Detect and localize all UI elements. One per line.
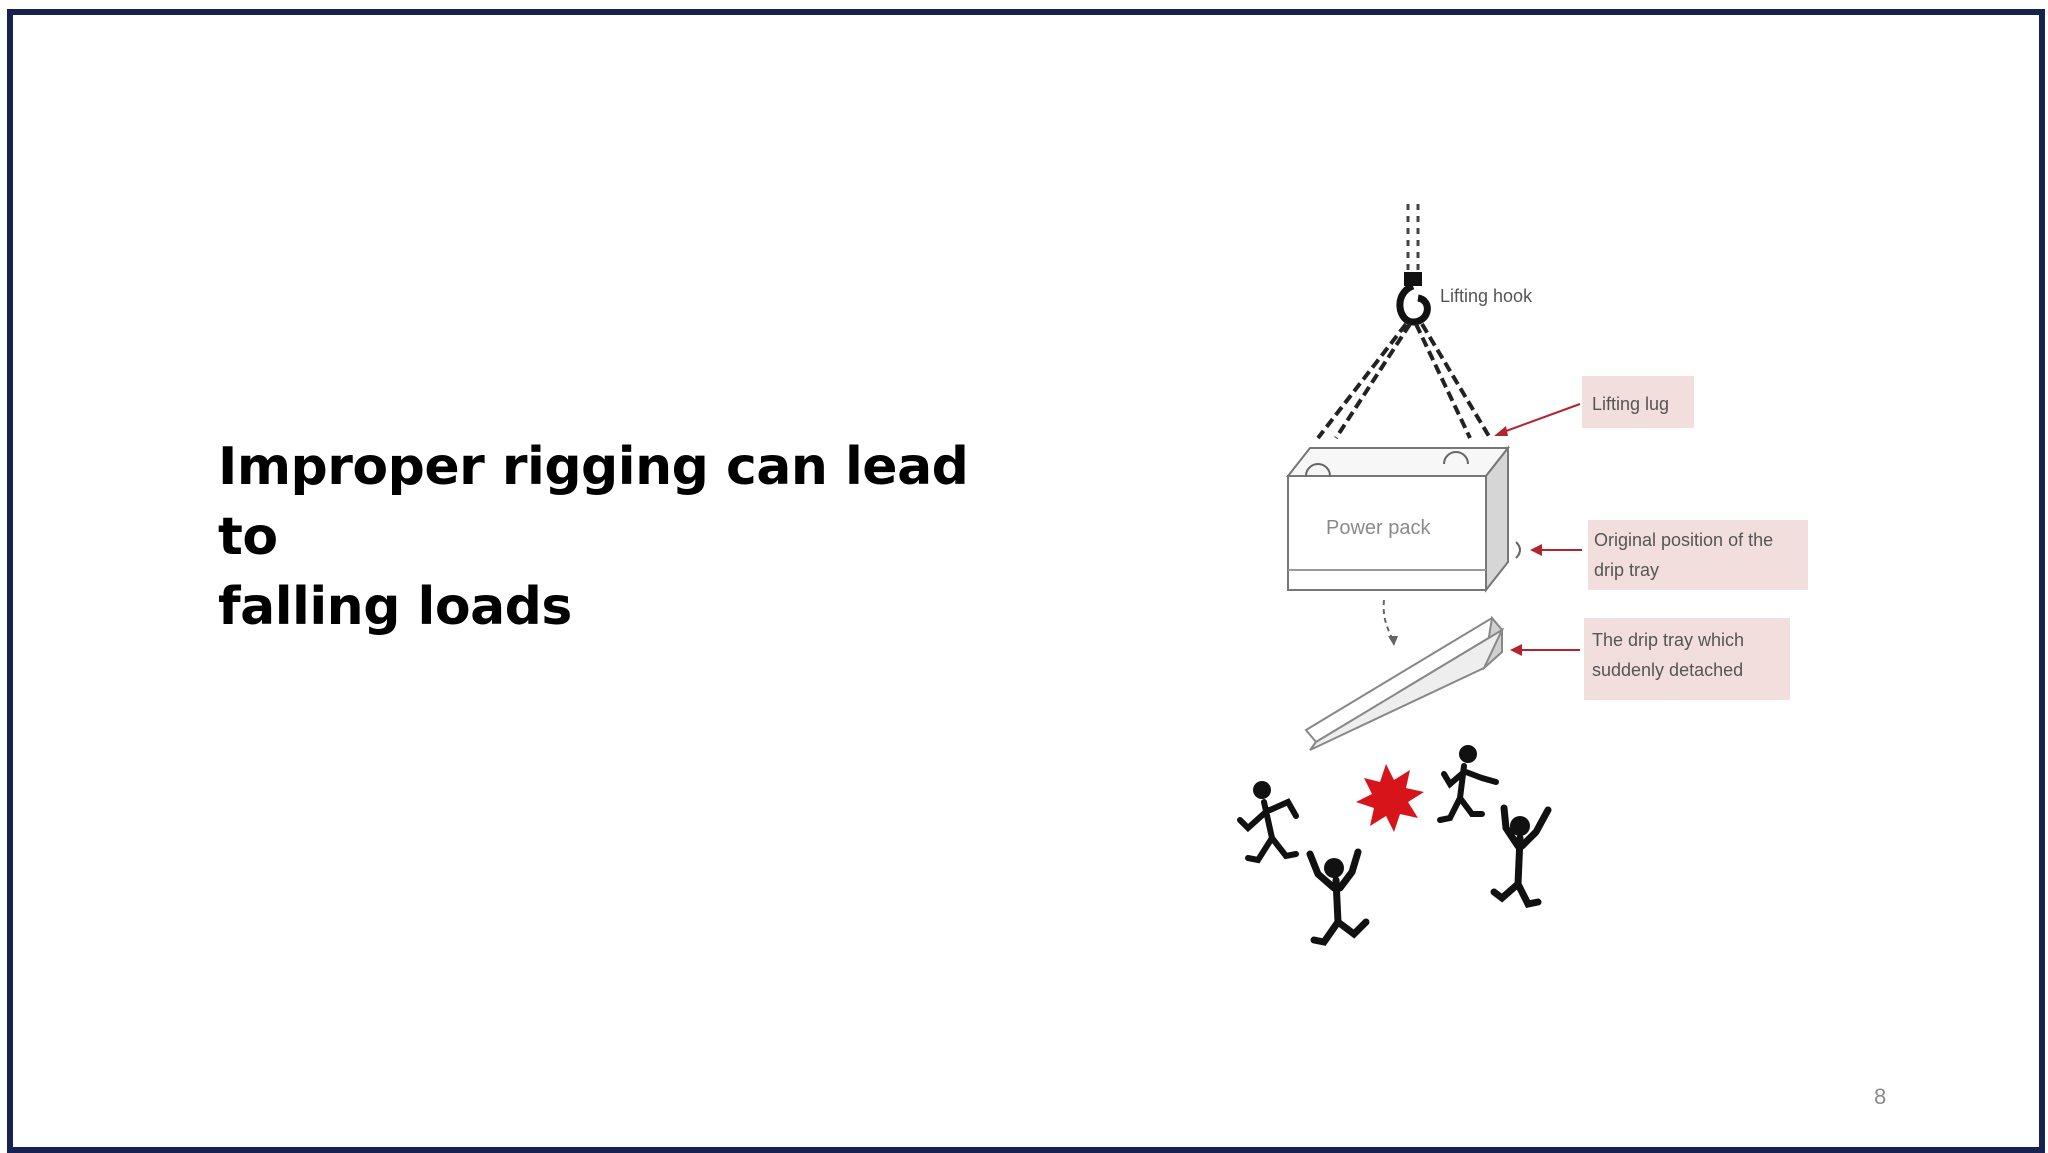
- original-position-label-line-2: drip tray: [1594, 560, 1659, 580]
- lifting-lug-arrow: [1494, 403, 1581, 436]
- original-position-callout-box: [1588, 520, 1808, 590]
- detached-tray-label-line-2: suddenly detached: [1592, 660, 1743, 680]
- rigging-illustration: Lifting hook Lifting lug Power pack Orig…: [1237, 204, 1808, 946]
- worker-figure-icon: [1237, 781, 1299, 864]
- slide-number: 8: [1874, 1084, 1887, 1109]
- crane-cable: [1406, 204, 1420, 270]
- worker-figure-icon: [1306, 848, 1370, 946]
- power-pack-label: Power pack: [1326, 517, 1431, 539]
- fall-path-indicator: [1382, 599, 1395, 643]
- drip-tray: [1304, 615, 1505, 751]
- lifting-lug-callout-box: [1582, 376, 1694, 428]
- detached-tray-callout-box: [1584, 618, 1790, 700]
- worker-figure-icon: [1437, 745, 1499, 823]
- slide-title: Improper rigging can lead to falling loa…: [218, 432, 1018, 642]
- original-position-arrow: [1515, 541, 1582, 559]
- sling-ropes: [1316, 322, 1492, 440]
- original-position-label-line-1: Original position of the: [1594, 530, 1773, 550]
- detached-tray-arrow: [1510, 644, 1580, 656]
- slide-title-line-1: Improper rigging can lead to: [218, 437, 969, 567]
- lifting-lug-label: Lifting lug: [1592, 394, 1669, 414]
- impact-burst-icon: [1356, 764, 1424, 832]
- lifting-hook-icon: [1396, 272, 1431, 326]
- detached-tray-label-line-1: The drip tray which: [1592, 630, 1744, 650]
- worker-figure-icon: [1490, 804, 1552, 908]
- lifting-hook-label: Lifting hook: [1440, 286, 1533, 306]
- slide-title-line-2: falling loads: [218, 577, 572, 637]
- power-pack-box: [1285, 445, 1511, 593]
